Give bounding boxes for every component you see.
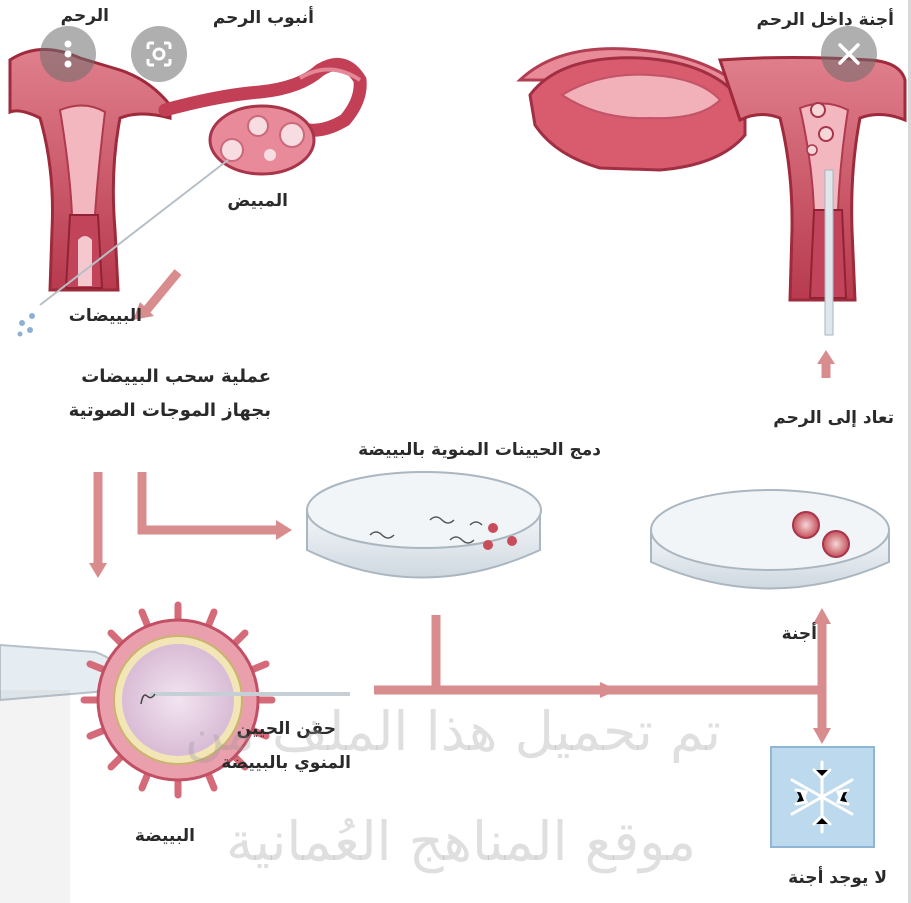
more-vert-icon (40, 26, 96, 82)
label-egg: البييضة (135, 828, 195, 845)
label-embryos: أجنة (782, 626, 817, 643)
watermark-line-2: موقع المناهج العُمانية (226, 815, 696, 869)
label-returned-to-uterus: تعاد إلى الرحم (773, 410, 894, 427)
watermark-line-1: تم تحميل هذا الملف من (185, 705, 721, 759)
label-ovary: المبيض (227, 193, 288, 210)
close-icon (821, 26, 877, 82)
frozen-box (771, 747, 874, 847)
label-fertilization: دمج الحيينات المنوية بالبييضة (358, 442, 601, 459)
petri-dish-embryos (651, 490, 889, 589)
label-retrieval-1: عملية سحب البييضات (81, 368, 271, 386)
more-options-button[interactable] (40, 26, 96, 82)
label-fallopian-tube: أنبوب الرحم (213, 10, 314, 27)
uterus-left-illustration (10, 49, 360, 336)
label-eggs: البييضات (69, 308, 142, 325)
lens-search-button[interactable] (131, 26, 187, 82)
petri-dish-fertilization (307, 472, 541, 578)
label-no-embryos: لا يوجد أجنة (788, 870, 887, 887)
uterus-right-illustration (520, 49, 905, 335)
lens-search-icon (131, 26, 187, 82)
label-retrieval-2: بجهاز الموجات الصوتية (69, 402, 271, 420)
label-uterus: الرحم (61, 8, 109, 25)
close-button[interactable] (821, 26, 877, 82)
